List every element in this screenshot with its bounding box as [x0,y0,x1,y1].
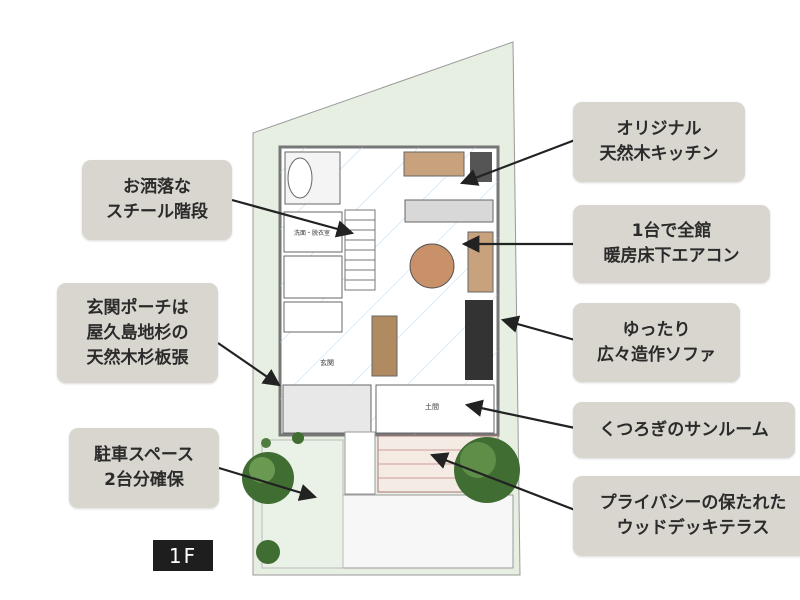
callout-line: スチール階段 [106,202,208,222]
callout-line: 駐車スペース [94,445,194,465]
tv-unit [371,315,398,377]
entrance-porch [282,384,372,434]
kitchen-island [404,199,494,223]
sofa [465,300,493,380]
callout-line: 2台分確保 [104,470,184,490]
room-label-doma: 土間 [425,403,439,411]
dining-table [409,243,455,289]
callout-line: 1台で全館 [631,221,712,241]
callout-line: ウッドデッキテラス [616,518,770,538]
callout-arrows [217,138,576,512]
callout-parking: 駐車スペース 2台分確保 [69,428,219,508]
callout-line: 広々造作ソファ [597,344,716,365]
callout-line: 屋久島地杉の [86,322,189,343]
callout-line: 天然木キッチン [599,144,719,164]
floor-label: 1F [153,540,213,571]
room-label-washroom: 洗面・脱衣室 [294,230,331,237]
staircase [344,209,376,291]
callout-line: 玄関ポーチは [86,297,189,318]
toilet [283,255,343,299]
room-label-entrance: 玄関 [320,359,334,367]
callout-line: くつろぎのサンルーム [599,419,769,440]
callout-sofa: ゆったり広々造作ソファ [573,303,740,382]
callout-line: オリジナル [616,119,702,139]
kitchen-counter [403,151,465,177]
callout-porch: 玄関ポーチは屋久島地杉の天然木杉板張 [57,283,218,383]
callout-line: ゆったり [622,319,691,340]
callout-kitchen: オリジナル天然木キッチン [573,102,745,182]
parking [342,494,514,569]
callout-line: プライバシーの保たれた [599,493,787,513]
callout-stairs: お洒落なスチール階段 [82,160,232,240]
callout-wood-deck: プライバシーの保たれたウッドデッキテラス [573,476,800,556]
washroom [283,211,343,253]
callout-line: 暖房床下エアコン [603,246,740,266]
callout-line: 天然木杉板張 [86,347,189,368]
callout-aircon: 1台で全館暖房床下エアコン [573,205,770,283]
callout-sunroom: くつろぎのサンルーム [573,402,795,458]
callout-line: お洒落な [123,177,191,197]
